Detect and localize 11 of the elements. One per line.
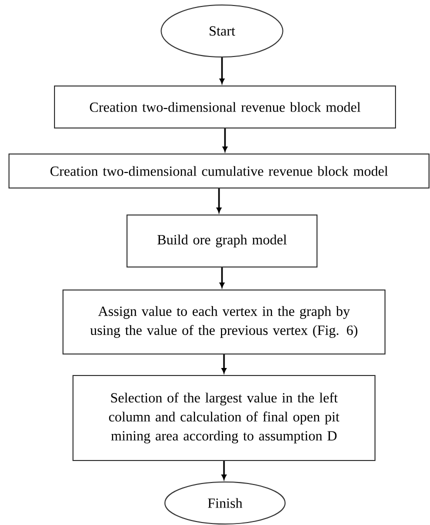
- arrow: [222, 128, 228, 152]
- process-box: Assign value to each vertex in the graph by using the value of the previous vertex (Fig. 6): [62, 290, 386, 354]
- arrow: [220, 268, 224, 288]
- arrow: [220, 58, 224, 84]
- process-box: Creation two-dimensional cumulative revenue block model: [8, 154, 430, 188]
- process-box: Selection of the largest value in the left column and calculation of final open pit mining area according to assumption D: [72, 375, 376, 461]
- process-box: Creation two-dimensional revenue block model: [54, 86, 396, 128]
- process-box: Build ore graph model: [126, 214, 318, 268]
- arrow: [222, 354, 226, 374]
- arrow: [216, 188, 222, 213]
- arrow: [222, 461, 226, 480]
